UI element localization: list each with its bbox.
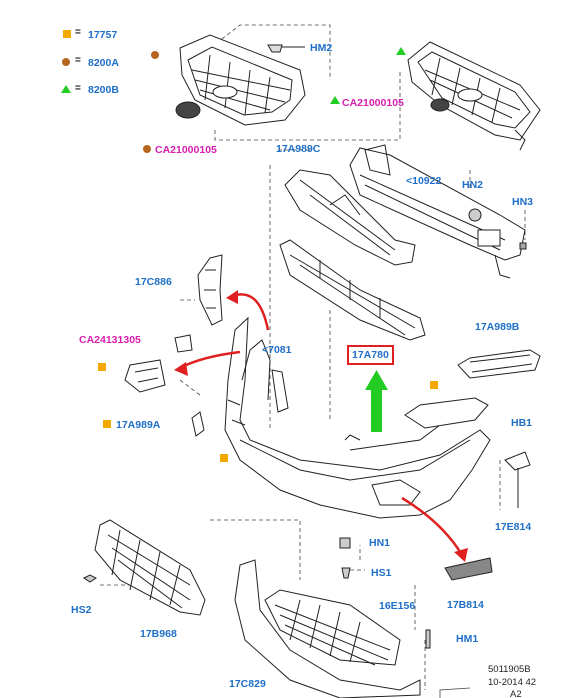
label-17a989a: 17A989A xyxy=(116,419,161,431)
label-hn3: HN3 xyxy=(512,196,534,208)
marker-square-17a989a xyxy=(103,420,111,428)
screw-hm1 xyxy=(425,629,431,649)
grille-upper-left xyxy=(179,34,306,126)
label-17e814: 17E814 xyxy=(495,521,532,533)
footer-ref-1: 5011905B xyxy=(488,664,531,675)
bracket-ca24131305 xyxy=(124,334,193,393)
marker-triangle-ca21000105 xyxy=(330,96,340,104)
nut-hn2 xyxy=(468,208,482,222)
label-17a989b: 17A989B xyxy=(475,321,520,333)
lower-absorber xyxy=(279,239,426,341)
label-hn1: HN1 xyxy=(369,537,391,549)
legend-square-marker xyxy=(63,30,71,38)
nut-hn3 xyxy=(519,242,527,250)
bracket-17a989a xyxy=(191,411,205,437)
bracket-17a989b xyxy=(457,349,541,379)
label-7081: <7081 xyxy=(262,344,292,356)
legend-eq-1: = xyxy=(75,27,81,38)
clip-hm2 xyxy=(267,44,305,53)
marker-triangle-grille-right xyxy=(396,47,406,55)
label-17c829: 17C829 xyxy=(229,678,266,690)
energy-absorber xyxy=(284,169,416,266)
label-17b814: 17B814 xyxy=(447,599,484,611)
red-arrowheads xyxy=(174,290,468,562)
bracket-17e814 xyxy=(504,451,531,508)
legend-circle-marker xyxy=(62,58,70,66)
bezel-right xyxy=(404,397,489,429)
label-hs2: HS2 xyxy=(71,604,92,616)
label-hb1: HB1 xyxy=(511,417,533,429)
label-17a989c: 17A989C xyxy=(276,143,321,155)
ford-badge-left xyxy=(175,101,201,119)
label-17c886: 17C886 xyxy=(135,276,172,288)
lower-spoiler xyxy=(234,559,421,698)
legend-circle-value: 8200A xyxy=(88,57,119,69)
legend-triangle-value: 8200B xyxy=(88,84,119,96)
legend-eq-3: = xyxy=(75,83,81,94)
footer-ref-2: 10-2014 42 xyxy=(488,677,537,688)
bumper-beam xyxy=(349,144,526,279)
label-hm2: HM2 xyxy=(310,42,333,54)
legend-eq-2: = xyxy=(75,55,81,66)
grille-upper-right xyxy=(407,41,541,151)
lower-grille-17b968 xyxy=(94,519,206,616)
dashed-leaders xyxy=(100,24,526,690)
label-hn2: HN2 xyxy=(462,179,484,191)
label-ca24131305: CA24131305 xyxy=(79,334,141,346)
label-16e156: 16E156 xyxy=(379,600,416,612)
marker-square-bezel xyxy=(430,381,438,389)
footer-ref-3: A2 xyxy=(510,689,522,698)
label-10922: <10922 xyxy=(406,175,442,187)
label-17b968: 17B968 xyxy=(140,628,177,640)
bumper-cover xyxy=(224,316,491,519)
marker-square-bumper xyxy=(220,454,228,462)
marker-circle-ca21000105 xyxy=(143,145,151,153)
marker-circle-grille-left xyxy=(151,51,159,59)
green-arrow xyxy=(365,370,388,432)
label-ca21000105-top: CA21000105 xyxy=(342,97,404,109)
label-17a780-highlighted: 17A780 xyxy=(347,345,394,365)
label-hs1: HS1 xyxy=(371,567,392,579)
legend-triangle-marker xyxy=(61,85,71,93)
grille-17b814 xyxy=(444,557,493,581)
bracket-17c886 xyxy=(197,254,223,326)
legend-square-value: 17757 xyxy=(88,29,118,41)
label-ca21000105-left: CA21000105 xyxy=(155,144,217,156)
trim-7081 xyxy=(271,369,289,413)
label-hm1: HM1 xyxy=(456,633,479,645)
clip-hs2 xyxy=(83,574,97,583)
marker-square-ca24131305 xyxy=(98,363,106,371)
nut-hn1 xyxy=(339,537,351,549)
screw-hs1 xyxy=(341,567,351,579)
